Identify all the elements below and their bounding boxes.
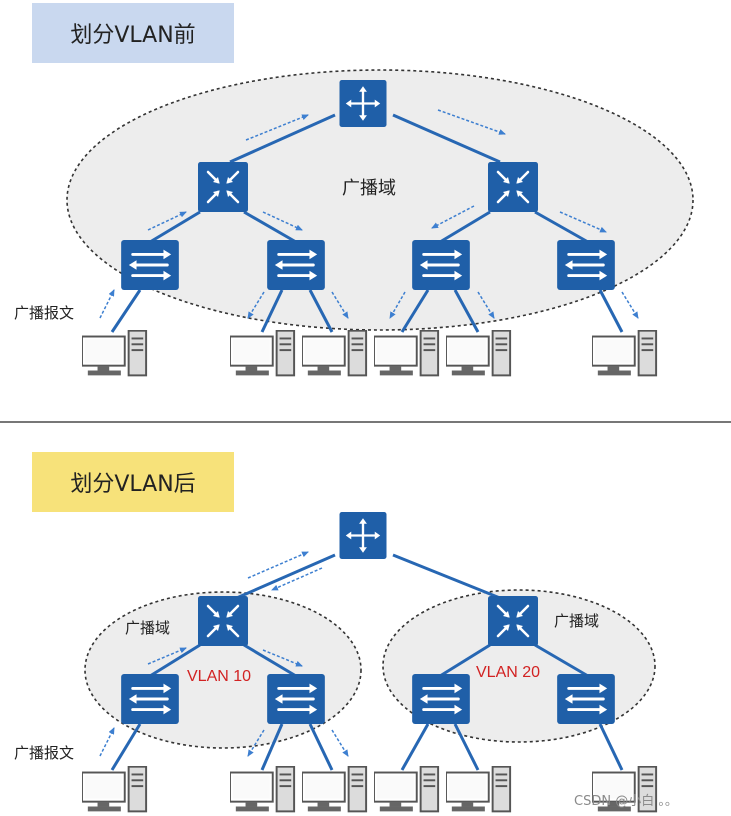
- bottom-domain1-label: 广播域: [125, 619, 171, 637]
- top-pc-6-icon: [592, 330, 658, 377]
- top-broadcast-message-label: 广播报文: [14, 304, 75, 322]
- top-broadcast-domain-label: 广播域: [342, 178, 396, 199]
- top-access-switch-1-icon: [120, 240, 180, 290]
- top-pc-2-icon: [230, 330, 296, 377]
- top-access-switch-4-icon: [556, 240, 616, 290]
- top-pc-1-icon: [82, 330, 148, 377]
- bottom-domain2-label: 广播域: [554, 612, 600, 630]
- bottom-pc-3-icon: [302, 766, 368, 813]
- top-links: [110, 113, 624, 333]
- after-vlan-title: 划分VLAN后: [32, 452, 234, 512]
- top-access-switch-3-icon: [411, 240, 471, 290]
- broadcast-domain-ellipse: [66, 69, 694, 331]
- top-router-icon: [338, 80, 388, 127]
- bottom-pc-5-icon: [446, 766, 512, 813]
- bottom-broadcast-arrows: [99, 551, 349, 757]
- vlan20-label: VLAN 20: [476, 664, 541, 681]
- bottom-broadcast-message-label: 广播报文: [14, 744, 75, 762]
- bottom-access-switch-2-icon: [266, 674, 326, 724]
- top-pc-4-icon: [374, 330, 440, 377]
- bottom-links: [110, 553, 624, 771]
- top-pc-5-icon: [446, 330, 512, 377]
- bottom-core-switch-left-icon: [196, 596, 250, 646]
- bottom-access-switch-4-icon: [556, 674, 616, 724]
- before-vlan-title: 划分VLAN前: [32, 3, 234, 63]
- bottom-access-switch-3-icon: [411, 674, 471, 724]
- top-core-switch-right-icon: [486, 162, 540, 212]
- bottom-pc-4-icon: [374, 766, 440, 813]
- bottom-router-icon: [338, 512, 388, 559]
- bottom-pc-2-icon: [230, 766, 296, 813]
- watermark: CSDN @小白 。。: [574, 794, 678, 809]
- top-access-switch-2-icon: [266, 240, 326, 290]
- bottom-core-switch-right-icon: [486, 596, 540, 646]
- top-pc-3-icon: [302, 330, 368, 377]
- bottom-pc-1-icon: [82, 766, 148, 813]
- vlan10-label: VLAN 10: [187, 668, 252, 685]
- top-broadcast-arrows: [99, 109, 639, 319]
- top-core-switch-left-icon: [196, 162, 250, 212]
- bottom-access-switch-1-icon: [120, 674, 180, 724]
